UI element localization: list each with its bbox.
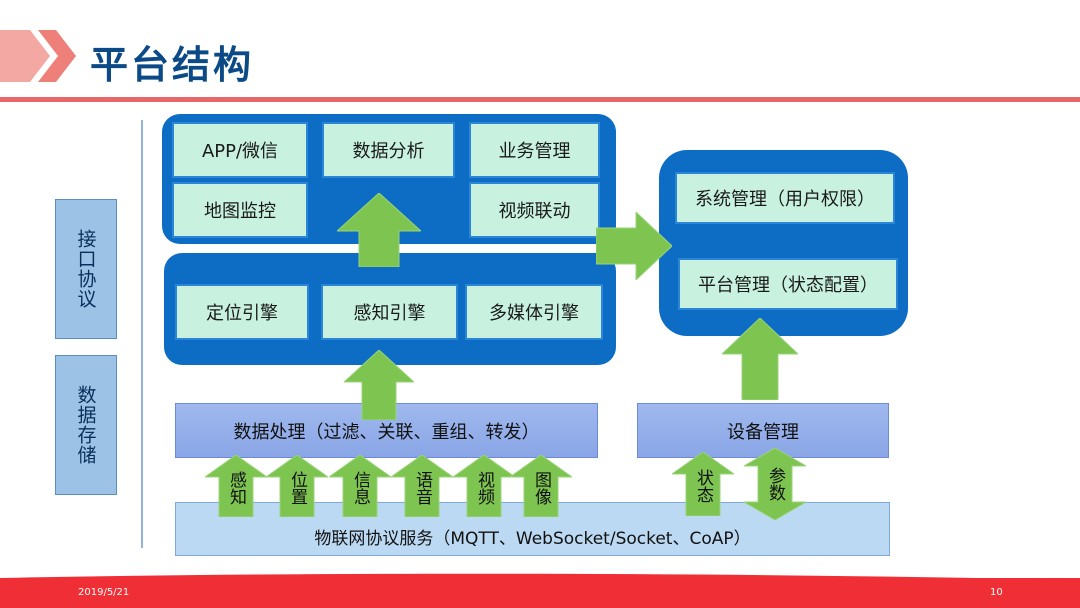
arrow-up-to-perception-engine-icon — [344, 350, 414, 420]
input-arrow-voice-icon — [391, 455, 453, 517]
input-arrow-perception-icon — [205, 455, 267, 517]
device-arrow-parameters-icon — [744, 448, 806, 520]
input-arrow-label-image: 图像 — [531, 471, 551, 505]
device-management-band: 设备管理 — [637, 403, 889, 458]
footer-wave-icon — [0, 573, 1080, 586]
arrow-up-to-platform-management-icon — [722, 318, 798, 400]
device-arrow-status-icon — [672, 452, 734, 516]
header-chevron-icon — [0, 30, 76, 82]
arrow-up-to-data-analysis-icon — [337, 193, 421, 267]
cell-data-analysis: 数据分析 — [322, 122, 455, 178]
input-arrow-information-icon — [329, 455, 391, 517]
input-arrow-position-icon — [266, 455, 328, 517]
cell-video-linkage: 视频联动 — [469, 182, 600, 238]
cell-perception-engine: 感知引擎 — [321, 284, 458, 340]
input-arrow-label-perception: 感知 — [226, 471, 246, 505]
page-title: 平台结构 — [90, 43, 255, 87]
arrow-right-to-management-icon — [596, 212, 672, 280]
side-label-data-storage: 数据存储 — [55, 355, 117, 495]
device-arrow-label-parameters: 参数 — [765, 467, 785, 501]
cell-positioning-engine: 定位引擎 — [175, 284, 309, 340]
input-arrow-label-position: 位置 — [287, 471, 307, 505]
cell-app-wechat: APP/微信 — [172, 122, 308, 178]
input-arrow-label-video: 视频 — [474, 471, 494, 505]
cell-map-monitoring: 地图监控 — [172, 182, 308, 238]
cell-business-management: 业务管理 — [469, 122, 600, 178]
footer-date: 2019/5/21 — [78, 587, 130, 598]
device-arrow-label-status: 状态 — [693, 469, 713, 503]
footer-page-number: 10 — [990, 587, 1003, 598]
input-arrow-image-icon — [510, 455, 572, 517]
cell-system-management: 系统管理（用户权限） — [675, 172, 895, 224]
side-label-interface-protocol: 接口协议 — [55, 199, 117, 339]
input-arrow-label-voice: 语音 — [412, 471, 432, 505]
cell-multimedia-engine: 多媒体引擎 — [465, 284, 603, 340]
vertical-divider — [141, 120, 143, 548]
title-divider — [0, 97, 1080, 102]
input-arrow-label-information: 信息 — [350, 471, 370, 505]
cell-platform-management: 平台管理（状态配置） — [678, 258, 898, 310]
protocol-service-label: 物联网协议服务（MQTT、WebSocket/Socket、CoAP） — [314, 528, 751, 549]
